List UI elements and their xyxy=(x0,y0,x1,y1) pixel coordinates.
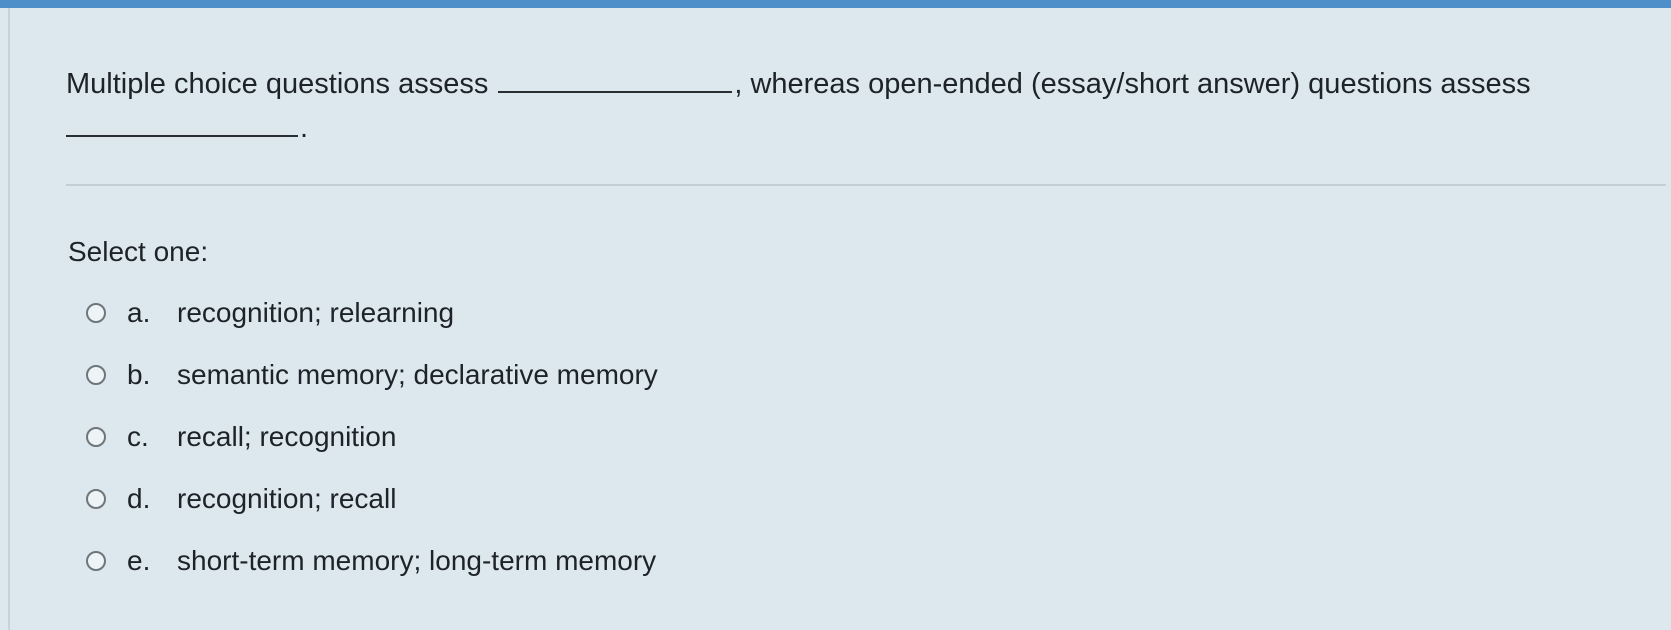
option-text: short-term memory; long-term memory xyxy=(177,545,657,576)
option-letter: d. xyxy=(127,483,151,514)
radio-button-d[interactable] xyxy=(86,489,106,509)
radio-button-a[interactable] xyxy=(86,303,106,323)
option-text: recall; recognition xyxy=(177,421,397,452)
option-b[interactable]: b. semantic memory; declarative memory xyxy=(86,344,886,406)
left-border xyxy=(8,8,10,630)
option-c[interactable]: c. recall; recognition xyxy=(86,406,886,468)
question-text: Multiple choice questions assess , wherea… xyxy=(66,62,1626,150)
option-text: recognition; recall xyxy=(177,483,397,514)
option-a[interactable]: a. recognition; relearning xyxy=(86,282,886,344)
option-letter: c. xyxy=(127,421,149,452)
answer-options: a. recognition; relearning b. semantic m… xyxy=(86,282,886,592)
option-text: recognition; relearning xyxy=(177,297,455,328)
option-e[interactable]: e. short-term memory; long-term memory xyxy=(86,530,886,592)
radio-button-b[interactable] xyxy=(86,365,106,385)
question-part-3: . xyxy=(300,112,309,144)
top-accent-bar xyxy=(0,0,1671,8)
question-part-2: , whereas open-ended (essay/short answer… xyxy=(734,68,1531,100)
blank-2 xyxy=(66,113,298,137)
option-d[interactable]: d. recognition; recall xyxy=(86,468,886,530)
radio-button-e[interactable] xyxy=(86,551,106,571)
radio-button-c[interactable] xyxy=(86,427,106,447)
option-text: semantic memory; declarative memory xyxy=(177,359,658,390)
option-letter: e. xyxy=(127,545,151,576)
option-letter: a. xyxy=(127,297,151,328)
divider xyxy=(66,184,1666,186)
blank-1 xyxy=(498,69,733,93)
option-letter: b. xyxy=(127,359,151,390)
select-one-label: Select one: xyxy=(68,236,209,267)
question-part-1: Multiple choice questions assess xyxy=(66,68,489,100)
